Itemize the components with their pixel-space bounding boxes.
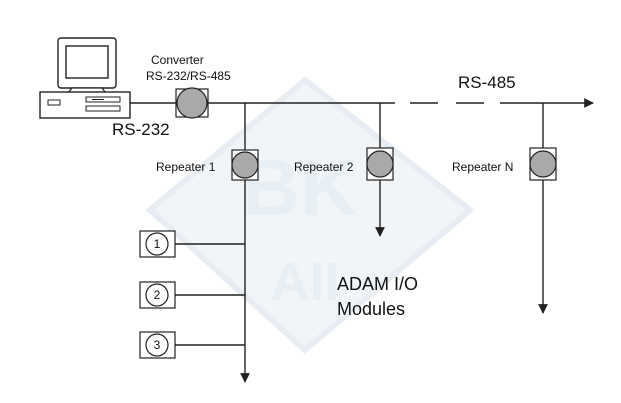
module-2-icon: 2 [139,281,176,309]
module-2-number: 2 [154,288,161,302]
watermark-text-bottom: AII [270,252,339,312]
adam-label-line1: ADAM I/O [337,274,418,294]
rs232-label: RS-232 [112,120,170,139]
repeater-1-label: Repeater 1 [156,160,216,174]
module-3-icon: 3 [139,331,176,359]
converter-icon [175,87,209,119]
watermark-text-top: BK [242,143,358,232]
repeater-2-icon [366,147,394,181]
module-1-number: 1 [154,237,161,251]
converter-label-line2: RS-232/RS-485 [146,69,231,83]
repeater-n-icon [529,147,557,181]
repeater-n-label: Repeater N [452,160,513,174]
watermark-logo: BK AII [145,76,475,354]
module-1-icon: 1 [139,230,176,258]
rs485-label: RS-485 [458,73,516,92]
computer-icon [39,37,131,119]
module-3-number: 3 [154,338,161,352]
adam-label-line2: Modules [337,299,405,319]
repeater-1-icon [231,149,259,181]
converter-label-line1: Converter [151,53,204,67]
repeater-2-label: Repeater 2 [294,160,354,174]
